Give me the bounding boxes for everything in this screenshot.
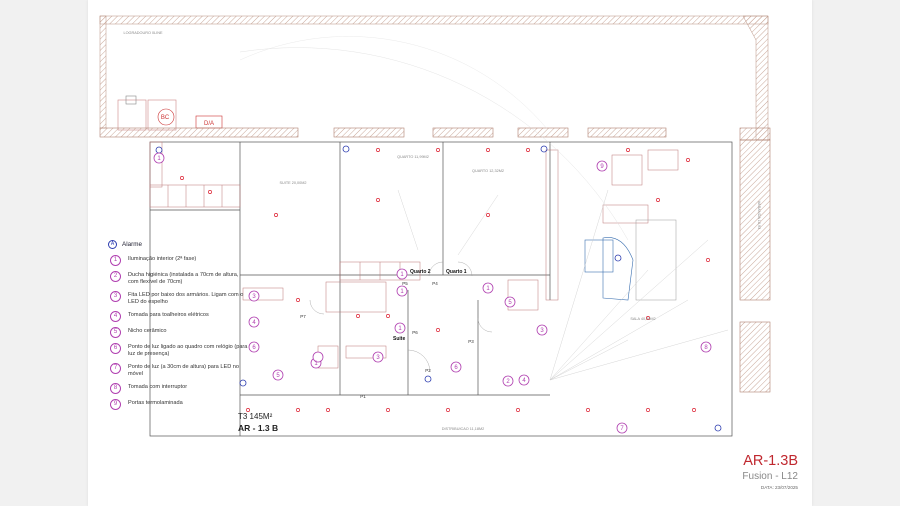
legend-title: A Alarme — [108, 240, 250, 249]
street-label: LOGRADOURO 0LINE — [123, 31, 163, 35]
svg-text:4: 4 — [522, 378, 526, 384]
furniture — [149, 141, 679, 369]
svg-text:1: 1 — [398, 326, 402, 332]
circuit-lines — [397, 189, 729, 381]
svg-text:1: 1 — [157, 156, 161, 162]
building-walls — [99, 127, 771, 393]
room-quarto1-label: Quarto 1 — [446, 269, 467, 275]
bc-label: BC — [161, 115, 170, 121]
da-label: D/A — [204, 121, 214, 127]
floor-plan: 1 1 1 1 1 1 5 3 4 6 5 6 3 2 4 8 9 7 3 LOGRADOURO 0LI… — [99, 15, 771, 437]
door-p1: P1 — [360, 394, 366, 399]
room-suite-label: Suite — [393, 336, 406, 342]
door-p3: P3 — [468, 339, 474, 344]
site-boundary — [99, 15, 769, 141]
title-block-name: Fusion - L12 — [742, 470, 798, 482]
room-distribuicao-area: DISTRIBUICAO 11,18M2 — [442, 427, 485, 431]
plan-markers — [153, 152, 712, 434]
title-block: AR-1.3B Fusion - L12 DATA: 23/07/2025 — [742, 454, 798, 490]
svg-text:8: 8 — [704, 345, 708, 351]
door-p4: P4 — [432, 281, 438, 286]
svg-text:1: 1 — [314, 361, 318, 367]
side-label: VARANDA 10,93 — [757, 201, 761, 229]
svg-text:3: 3 — [540, 328, 544, 334]
svg-text:2: 2 — [506, 379, 510, 385]
svg-text:1: 1 — [400, 272, 404, 278]
door-p7: P7 — [300, 314, 306, 319]
door-p6: P6 — [412, 330, 418, 335]
kitchen-island — [584, 237, 634, 301]
svg-text:9: 9 — [600, 164, 604, 170]
title-block-code: AR-1.3B — [743, 453, 798, 469]
room-quarto1-area: QUARTO 12,32M2 — [472, 169, 504, 173]
svg-text:3: 3 — [252, 294, 256, 300]
svg-text:4: 4 — [252, 320, 256, 326]
room-quarto2-label: Quarto 2 — [410, 269, 431, 275]
room-suite-area: SUITE 20,00M2 — [279, 181, 306, 185]
unit-type-label: T3 145M² — [238, 412, 273, 421]
unit-code-label: AR - 1.3 B — [238, 423, 279, 433]
title-block-date: DATA: 23/07/2025 — [760, 484, 798, 490]
alarm-icon: A — [108, 240, 117, 249]
door-p2: P2 — [425, 368, 431, 373]
svg-text:6: 6 — [454, 365, 458, 371]
room-sala-area: SALA 40,39M2 — [630, 317, 655, 321]
alarm-sensors — [155, 145, 722, 432]
svg-text:3: 3 — [376, 355, 380, 361]
svg-text:7: 7 — [620, 426, 624, 432]
electrical-points — [180, 148, 710, 412]
svg-text:1: 1 — [400, 289, 404, 295]
door-swings — [239, 36, 629, 373]
room-quarto2-area: QUARTO 11,99M2 — [397, 155, 429, 159]
door-p5: P5 — [402, 281, 408, 286]
interior-walls — [149, 141, 733, 437]
svg-text:5: 5 — [276, 373, 280, 379]
svg-text:6: 6 — [252, 345, 256, 351]
svg-text:1: 1 — [486, 286, 490, 292]
svg-text:5: 5 — [508, 300, 512, 306]
drawing-sheet: 1 1 1 1 1 1 5 3 4 6 5 6 3 2 4 8 9 7 3 LOGRADOURO 0LI… — [88, 0, 812, 506]
